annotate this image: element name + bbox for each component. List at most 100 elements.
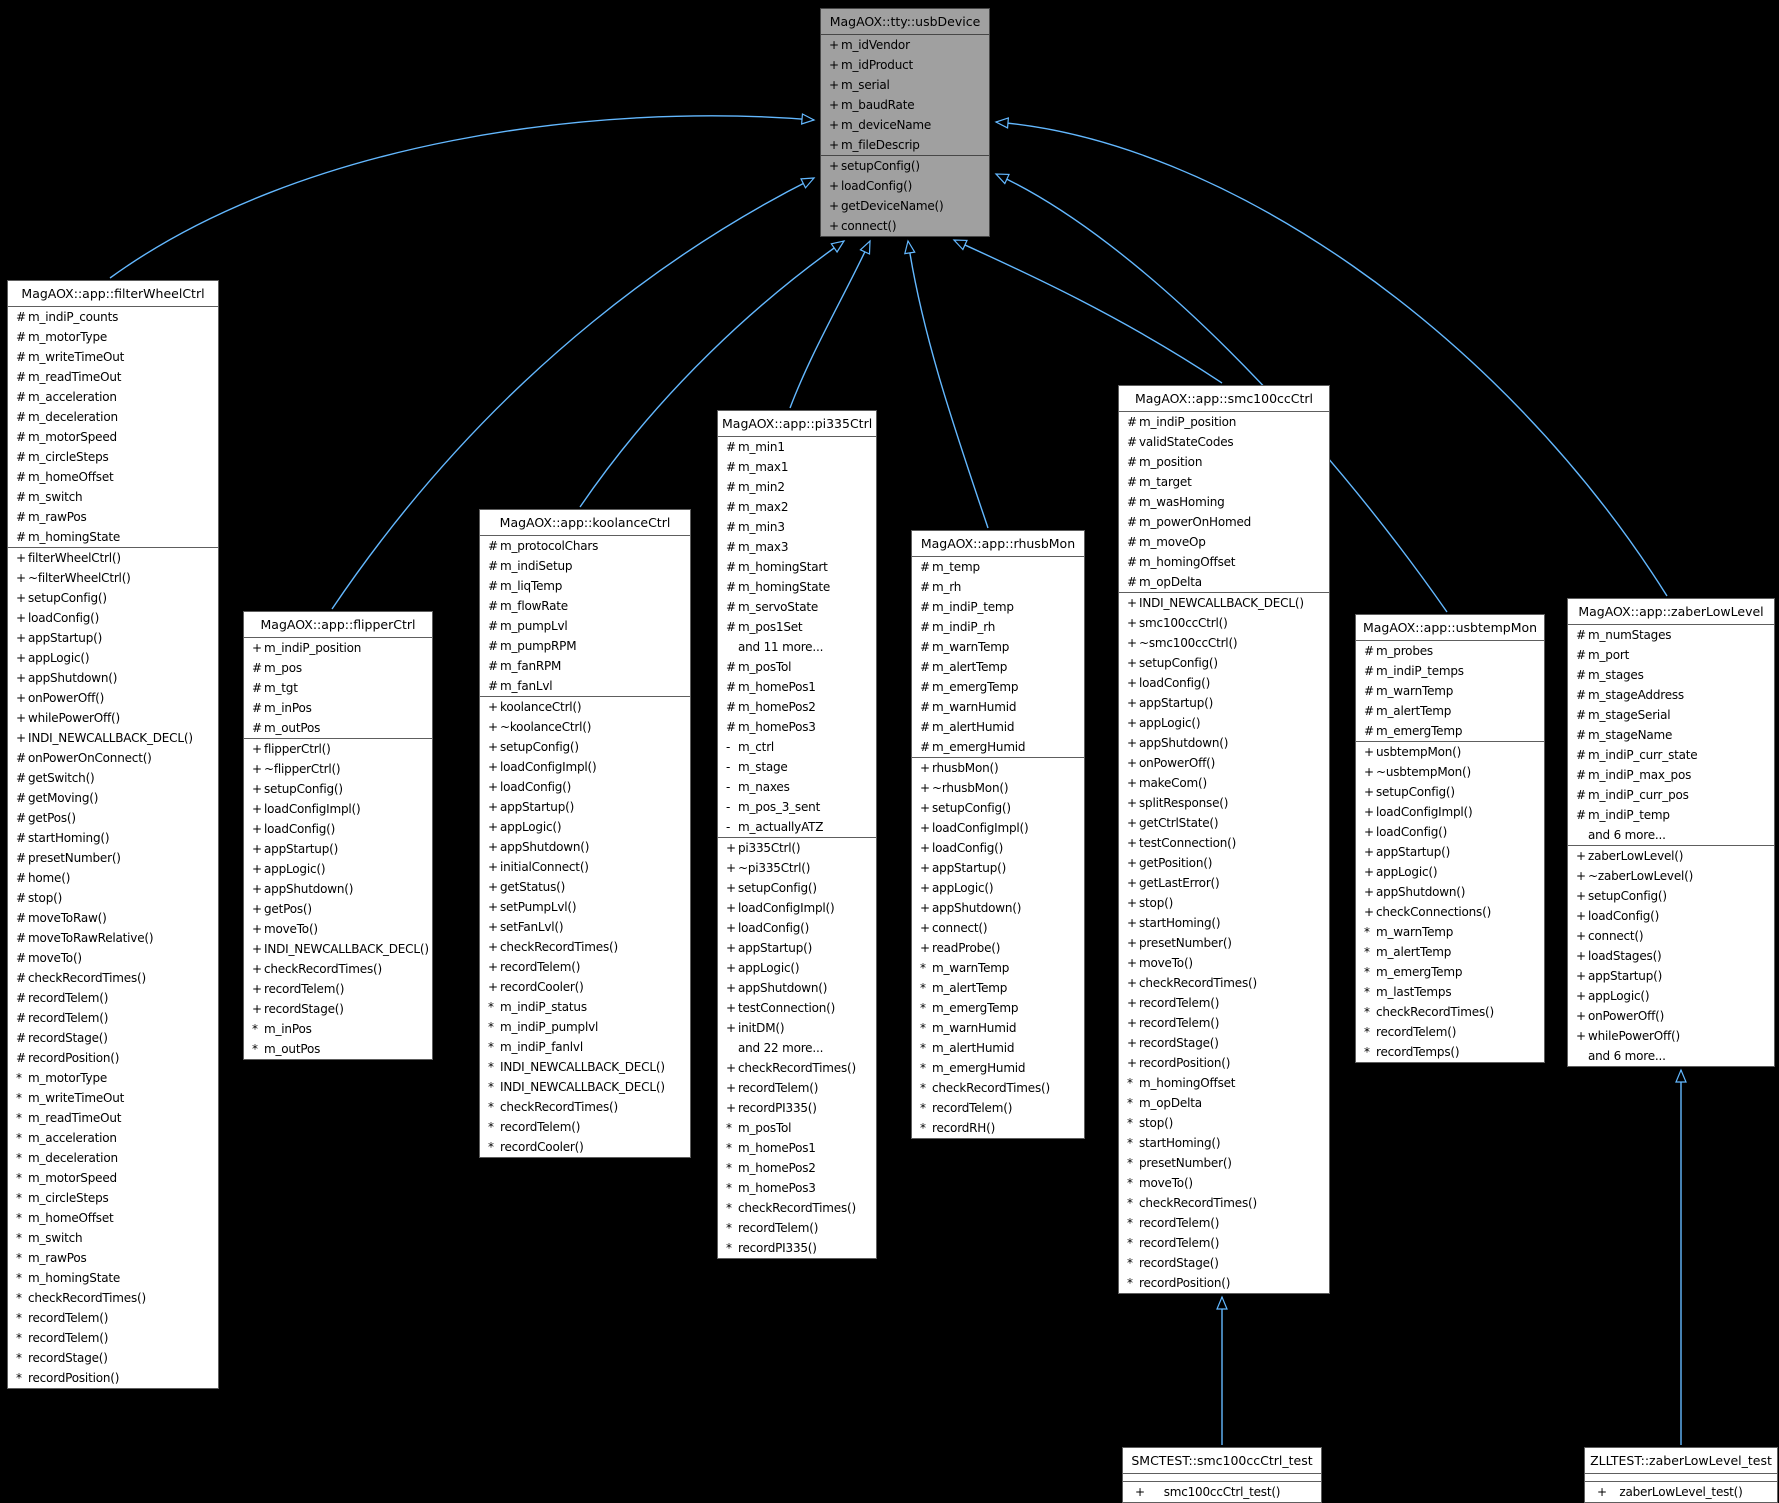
member-row: +checkRecordTimes() <box>488 940 618 954</box>
member-row: *recordCooler() <box>488 1140 584 1154</box>
member-row: +initDM() <box>726 1021 785 1035</box>
class-pi335ctrl[interactable]: MagAOX::app::pi335Ctrl #m_min1#m_max1#m_… <box>717 410 877 1259</box>
member-row: #recordPosition() <box>16 1051 120 1065</box>
member-row: *m_acceleration <box>16 1131 117 1145</box>
member-row: #m_homingState <box>726 580 831 594</box>
member-row: #m_rh <box>920 580 962 594</box>
class-rhusbmon[interactable]: MagAOX::app::rhusbMon #m_temp#m_rh#m_ind… <box>911 530 1085 1139</box>
member-row: *m_motorType <box>16 1071 108 1085</box>
member-row: #m_readTimeOut <box>16 370 122 384</box>
member-row: #m_indiP_temps <box>1364 664 1464 678</box>
member-row: -m_actuallyATZ <box>726 820 824 834</box>
member-row: *recordPI335() <box>726 1241 817 1255</box>
member-row: #m_position <box>1127 455 1203 469</box>
member-row: *m_opDelta <box>1127 1096 1202 1110</box>
member-row: #m_fanRPM <box>488 659 562 673</box>
member-row: +m_deviceName <box>829 118 932 132</box>
methods-section: +usbtempMon()+~usbtempMon()+setupConfig(… <box>1356 742 1544 1062</box>
member-row: +m_serial <box>829 78 890 92</box>
member-row: -m_pos_3_sent <box>726 800 821 814</box>
member-row: *recordTelem() <box>1364 1025 1457 1039</box>
member-row: +readProbe() <box>920 941 1001 955</box>
member-row: *m_homePos1 <box>726 1141 816 1155</box>
member-row: #validStateCodes <box>1127 435 1234 449</box>
member-row: +~usbtempMon() <box>1364 765 1471 779</box>
member-row: #m_min1 <box>726 440 785 454</box>
member-row: #m_opDelta <box>1127 575 1202 589</box>
member-row: *m_indiP_fanlvl <box>488 1040 583 1054</box>
arrow-smc100ccctrl-to-usbdevice <box>952 239 1223 384</box>
member-row: +recordStage() <box>1127 1036 1219 1050</box>
class-filterwheelctrl[interactable]: MagAOX::app::filterWheelCtrl #m_indiP_co… <box>7 280 219 1389</box>
member-row: +appShutdown() <box>726 981 828 995</box>
member-row: +zaberLowLevel() <box>1576 849 1684 863</box>
member-row: #m_homePos1 <box>726 680 816 694</box>
member-row: #m_motorSpeed <box>16 430 117 444</box>
member-row: *recordTelem() <box>920 1101 1013 1115</box>
member-row: #presetNumber() <box>16 851 121 865</box>
member-row: #m_target <box>1127 475 1192 489</box>
member-row: *m_alertTemp <box>1364 945 1452 959</box>
member-row: +m_idProduct <box>829 58 914 72</box>
class-smc100ccctrl-test[interactable]: SMCTEST::smc100ccCtrl_test +smc100ccCtrl… <box>1122 1447 1322 1503</box>
arrow-flipperctrl-to-usbdevice <box>331 177 816 610</box>
member-row: +loadConfig() <box>829 179 913 193</box>
member-row: #m_max2 <box>726 500 789 514</box>
member-row: +m_fileDescrip <box>829 138 920 152</box>
member-row: *m_writeTimeOut <box>16 1091 125 1105</box>
member-row: #m_stageName <box>1576 728 1673 742</box>
member-row: #m_outPos <box>252 721 321 735</box>
member-row: #m_min2 <box>726 480 785 494</box>
member-row: *checkRecordTimes() <box>920 1081 1050 1095</box>
member-row: +moveTo() <box>252 922 318 936</box>
member-row: #m_moveOp <box>1127 535 1206 549</box>
methods-section: +INDI_NEWCALLBACK_DECL()+smc100ccCtrl()+… <box>1119 593 1329 1293</box>
member-row: #m_indiP_temp <box>1576 808 1670 822</box>
member-row: #m_homingState <box>16 530 121 544</box>
class-title: MagAOX::app::filterWheelCtrl <box>8 281 218 307</box>
class-usbdevice[interactable]: MagAOX::tty::usbDevice +m_idVendor+m_idP… <box>820 8 990 237</box>
class-koolancectrl[interactable]: MagAOX::app::koolanceCtrl #m_protocolCha… <box>479 509 691 1158</box>
member-row: +INDI_NEWCALLBACK_DECL() <box>252 942 429 956</box>
member-row: #m_deceleration <box>16 410 118 424</box>
member-row: *m_alertHumid <box>920 1041 1015 1055</box>
member-row: +rhusbMon() <box>920 761 999 775</box>
attributes-section: #m_min1#m_max1#m_min2#m_max2#m_min3#m_ma… <box>718 437 876 838</box>
class-smc100ccctrl[interactable]: MagAOX::app::smc100ccCtrl #m_indiP_posit… <box>1118 385 1330 1294</box>
member-row: #m_homingOffset <box>1127 555 1236 569</box>
member-row: #m_homeOffset <box>16 470 114 484</box>
member-row: *m_homePos2 <box>726 1161 816 1175</box>
member-row: *m_warnTemp <box>920 961 1010 975</box>
member-row: #m_inPos <box>252 701 312 715</box>
class-title: MagAOX::app::rhusbMon <box>912 531 1084 557</box>
class-flipperctrl[interactable]: MagAOX::app::flipperCtrl +m_indiP_positi… <box>243 611 433 1060</box>
member-row: +loadConfigImpl() <box>252 802 361 816</box>
member-row: #m_indiP_curr_state <box>1576 748 1698 762</box>
member-row: +~rhusbMon() <box>920 781 1009 795</box>
class-title: MagAOX::app::koolanceCtrl <box>480 510 690 536</box>
member-row: +appShutdown() <box>252 882 354 896</box>
member-row: #m_max1 <box>726 460 789 474</box>
class-usbtempmon[interactable]: MagAOX::app::usbtempMon #m_probes#m_indi… <box>1355 614 1545 1063</box>
member-row: #home() <box>16 871 71 885</box>
class-zaberlowlevel[interactable]: MagAOX::app::zaberLowLevel #m_numStages#… <box>1567 598 1775 1067</box>
member-row: +loadStages() <box>1576 949 1662 963</box>
methods-section: +zaberLowLevel()+~zaberLowLevel()+setupC… <box>1568 846 1774 1066</box>
member-row: +appShutdown() <box>488 840 590 854</box>
member-row: +getLastError() <box>1127 876 1220 890</box>
member-row: #m_protocolChars <box>488 539 599 553</box>
member-row: +setupConfig() <box>920 801 1011 815</box>
member-row: +~flipperCtrl() <box>252 762 341 776</box>
member-row: +splitResponse() <box>1127 796 1229 810</box>
member-row: +getPos() <box>252 902 312 916</box>
member-row: +m_idVendor <box>829 38 910 52</box>
member-row: +appLogic() <box>488 820 562 834</box>
member-row: *recordTelem() <box>488 1120 581 1134</box>
member-row: +onPowerOff() <box>1576 1009 1665 1023</box>
class-zaberlowlevel-test[interactable]: ZLLTEST::zaberLowLevel_test +zaberLowLev… <box>1584 1447 1778 1503</box>
member-row: +checkRecordTimes() <box>1127 976 1257 990</box>
member-row: #m_circleSteps <box>16 450 109 464</box>
member-row: #m_numStages <box>1576 628 1672 642</box>
arrow-filterwheelctrl-to-usbdevice <box>109 113 816 279</box>
member-row: +checkConnections() <box>1364 905 1492 919</box>
